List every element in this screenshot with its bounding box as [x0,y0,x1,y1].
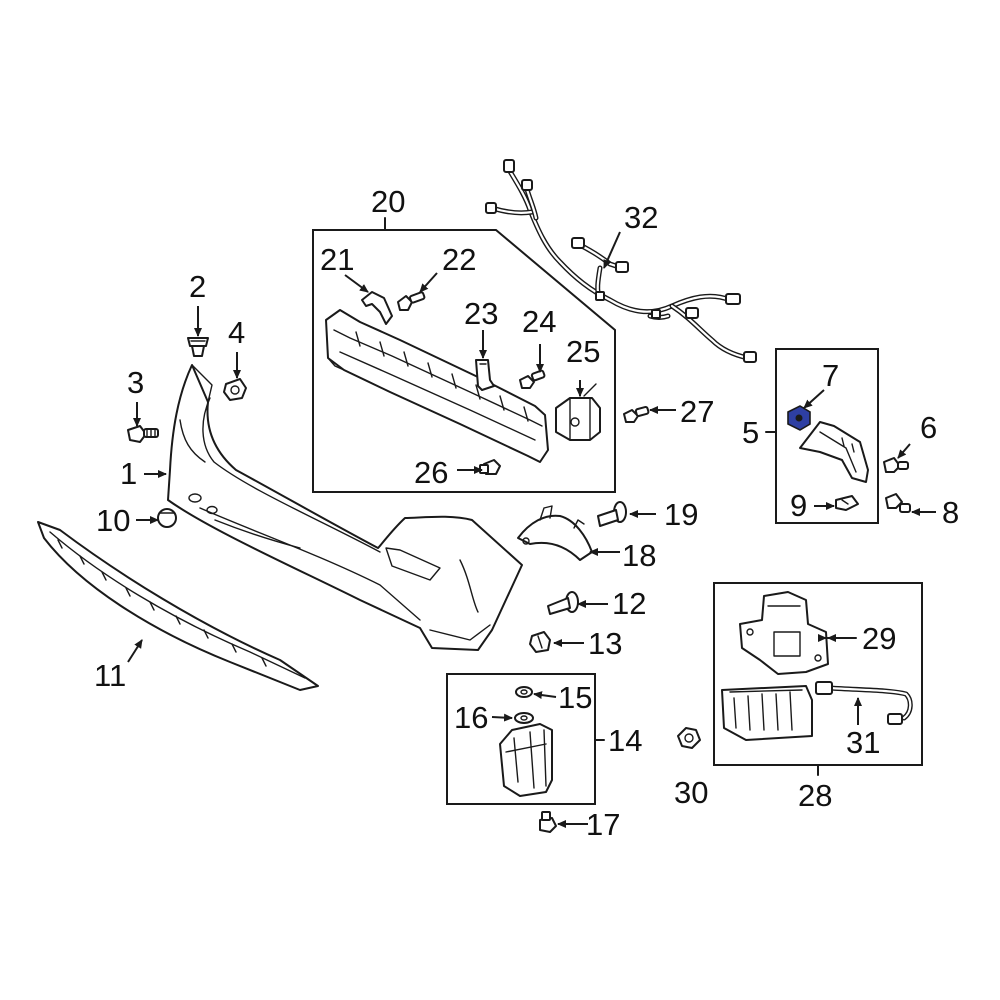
callout-23: 23 [464,296,498,331]
callout-10: 10 [96,503,130,538]
bolt-17[interactable] [539,811,557,833]
callout-29: 29 [862,621,896,656]
screw-19[interactable] [597,501,627,527]
callout-26: 26 [414,455,448,490]
impact-bar[interactable] [325,309,549,463]
bolt-24[interactable] [519,369,546,389]
callout-21: 21 [320,242,354,277]
callout-18: 18 [622,538,656,573]
callout-32: 32 [624,200,658,235]
mud-guard-14[interactable] [499,723,553,797]
push-nut-7-highlighted[interactable] [787,405,811,431]
sensor-wire-31[interactable] [815,681,913,725]
nut-4[interactable] [223,378,247,401]
callout-3: 3 [127,365,144,400]
callout-5: 5 [742,415,759,450]
callout-2: 2 [189,269,206,304]
callout-15: 15 [558,680,592,715]
callout-20: 20 [371,184,405,219]
plug-10[interactable] [157,508,177,528]
bolt-22[interactable] [397,291,426,311]
control-module[interactable] [721,685,813,741]
callout-22: 22 [442,242,476,277]
bolt-3[interactable] [127,425,159,443]
bolt-8[interactable] [885,493,911,513]
screw-12[interactable] [547,591,579,615]
callout-9: 9 [790,488,807,523]
callout-6: 6 [920,410,937,445]
tow-bracket-25[interactable] [555,383,601,441]
callout-13: 13 [588,626,622,661]
bolt-27[interactable] [623,405,650,423]
lower-valance[interactable] [37,521,319,691]
callout-27: 27 [680,394,714,429]
callout-11: 11 [94,658,126,693]
bracket-21[interactable] [361,291,393,325]
callout-28: 28 [798,778,832,813]
bracket-23[interactable] [475,359,495,391]
callout-30: 30 [674,775,708,810]
callout-12: 12 [612,586,646,621]
bumper-cover[interactable] [167,364,523,651]
callout-16: 16 [454,700,488,735]
callout-labels: 1 2 3 4 5 6 7 8 9 10 11 12 13 14 15 16 1… [94,184,959,842]
clip-9[interactable] [835,495,859,511]
clip-13[interactable] [529,631,551,653]
side-bracket-5[interactable] [799,421,869,483]
nut-30[interactable] [677,727,701,749]
callout-1: 1 [120,456,137,491]
callout-31: 31 [846,725,880,760]
callout-17: 17 [586,807,620,842]
push-pin-clip-2[interactable] [187,337,209,357]
group-box-20 [312,229,616,493]
callout-19: 19 [664,497,698,532]
callout-7: 7 [822,358,839,393]
bolt-26[interactable] [479,459,501,475]
bolt-6[interactable] [883,457,909,473]
module-bracket-29[interactable] [739,591,829,675]
washer-15[interactable] [515,686,533,698]
callout-4: 4 [228,315,245,350]
callout-arrows [127,217,936,828]
callout-14: 14 [608,723,642,758]
group-box-5 [775,348,879,524]
bracket-18[interactable] [517,505,593,561]
washer-16[interactable] [514,712,534,724]
callout-8: 8 [942,495,959,530]
callout-25: 25 [566,334,600,369]
callout-24: 24 [522,304,556,339]
